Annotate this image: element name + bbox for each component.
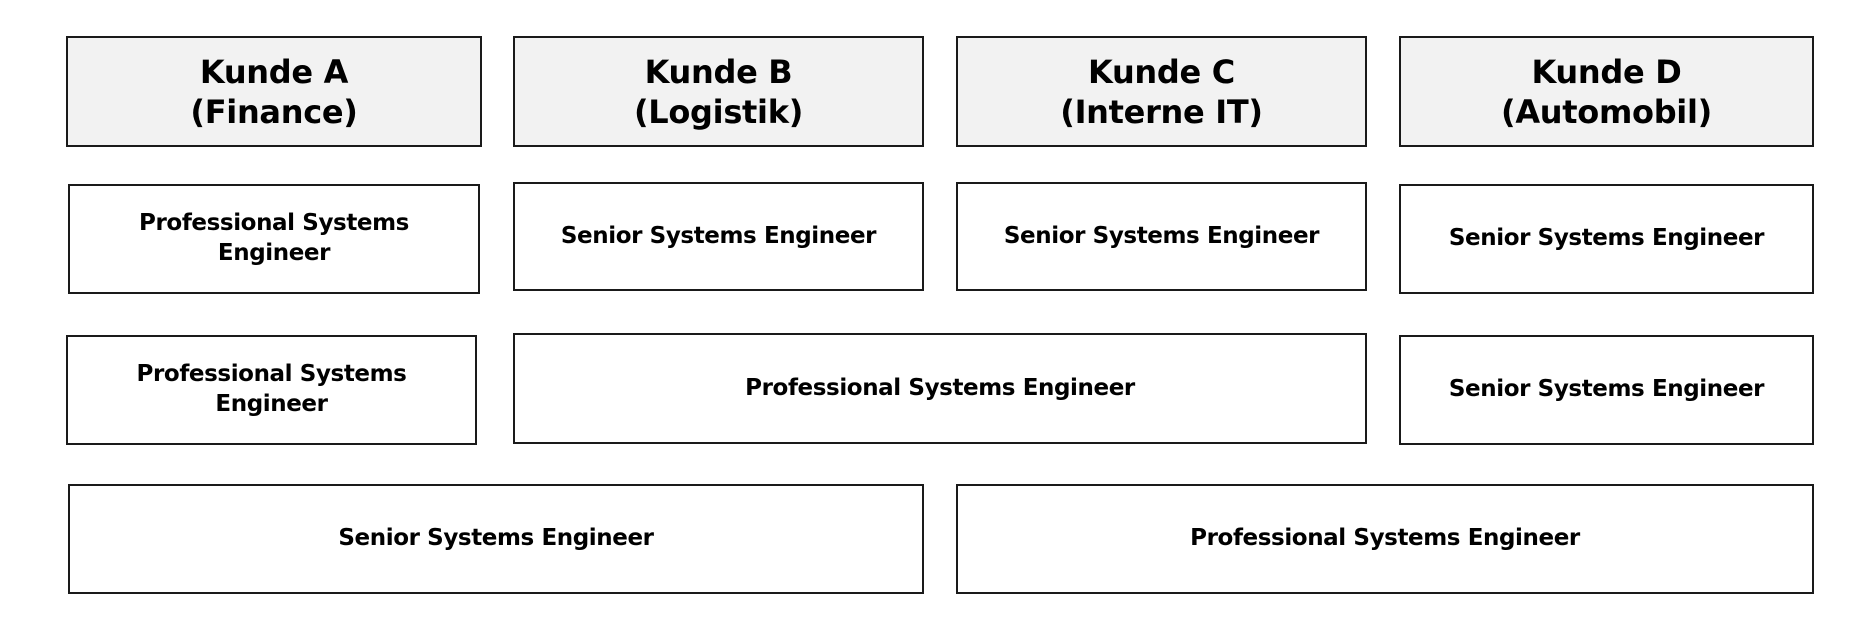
header-kunde-b-name: Kunde B <box>644 52 793 91</box>
header-kunde-a-sector: (Finance) <box>190 92 358 131</box>
role-box-row1-kunde-d: Senior Systems Engineer <box>1399 184 1814 294</box>
role-box-row3-kunde-c-d: Professional Systems Engineer <box>956 484 1814 594</box>
role-label: Senior Systems Engineer <box>1448 225 1765 252</box>
role-label-line1: Professional Systems <box>136 361 407 388</box>
role-label: Senior Systems Engineer <box>560 222 877 249</box>
header-kunde-d: Kunde D (Automobil) <box>1399 36 1814 147</box>
role-box-row1-kunde-c: Senior Systems Engineer <box>956 182 1367 291</box>
header-kunde-a: Kunde A (Finance) <box>66 36 482 147</box>
role-label: Professional Systems Engineer <box>1190 525 1580 552</box>
header-kunde-d-name: Kunde D <box>1531 52 1682 91</box>
role-box-row2-kunde-a: Professional Systems Engineer <box>66 335 477 445</box>
role-label: Professional Systems Engineer <box>745 374 1135 401</box>
header-kunde-c: Kunde C (Interne IT) <box>956 36 1367 147</box>
header-kunde-c-sector: (Interne IT) <box>1060 92 1263 131</box>
header-kunde-b: Kunde B (Logistik) <box>513 36 924 147</box>
role-label-line2: Engineer <box>217 240 331 266</box>
role-box-row3-kunde-a-b: Senior Systems Engineer <box>68 484 924 594</box>
role-box-row2-kunde-b-c: Professional Systems Engineer <box>513 333 1367 444</box>
role-label-line1: Professional Systems <box>139 210 409 237</box>
role-label: Senior Systems Engineer <box>338 525 654 552</box>
role-box-row1-kunde-a: Professional Systems Engineer <box>68 184 480 294</box>
header-kunde-c-name: Kunde C <box>1088 52 1235 91</box>
role-box-row1-kunde-b: Senior Systems Engineer <box>513 182 924 291</box>
role-label: Senior Systems Engineer <box>1448 376 1765 403</box>
header-kunde-d-sector: (Automobil) <box>1501 92 1712 131</box>
header-kunde-a-name: Kunde A <box>199 52 349 91</box>
header-kunde-b-sector: (Logistik) <box>633 92 804 131</box>
role-label-line2: Engineer <box>215 391 328 417</box>
role-label: Senior Systems Engineer <box>1003 222 1320 249</box>
role-box-row2-kunde-d: Senior Systems Engineer <box>1399 335 1814 445</box>
